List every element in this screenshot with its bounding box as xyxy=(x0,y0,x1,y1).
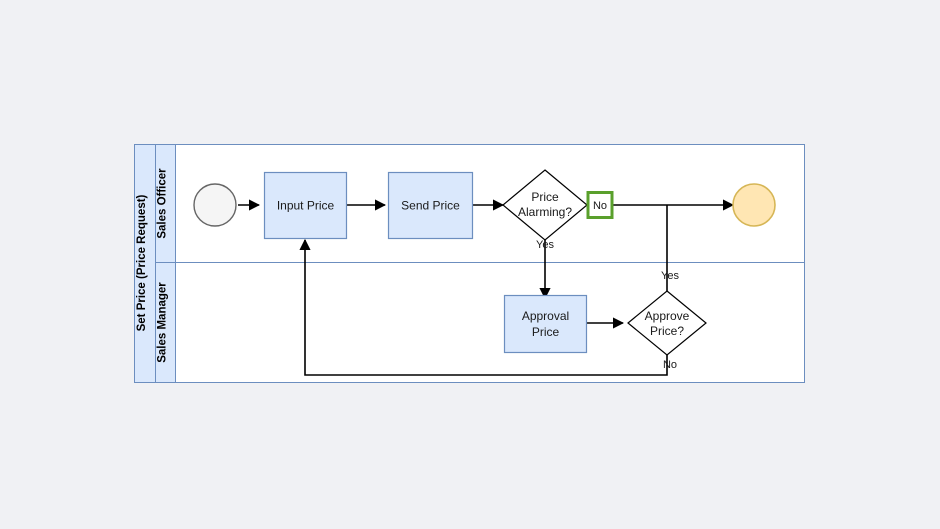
gateway-approve-price-label-line2: Price? xyxy=(650,324,684,338)
selection-highlight-box[interactable] xyxy=(586,191,614,219)
sequence-flows xyxy=(238,199,735,376)
gateway-approve-price-label-line1: Approve xyxy=(645,309,690,323)
task-input-price-box[interactable] xyxy=(263,171,348,240)
edge-label-approve-price-no[interactable]: No xyxy=(663,359,677,371)
gateway-approve-price-diamond[interactable] xyxy=(627,290,707,356)
start-event[interactable] xyxy=(193,183,237,227)
task-approval-price-box[interactable] xyxy=(503,294,588,354)
task-approval-price-label-line1: Approval xyxy=(522,309,569,323)
pool-title: Set Price (Price Request) xyxy=(136,194,148,331)
gateway-price-alarming-diamond[interactable] xyxy=(502,169,588,241)
edge-label-no-text: No xyxy=(593,200,607,212)
lane-sales-manager[interactable]: Sales Manager xyxy=(155,262,805,383)
lane-sales-manager-header[interactable] xyxy=(155,262,176,383)
end-event[interactable] xyxy=(732,183,776,227)
task-send-price-box[interactable] xyxy=(387,171,474,240)
gateway-approve-price[interactable]: Approve Price? xyxy=(627,290,707,356)
gateway-price-alarming[interactable]: Price Alarming? xyxy=(502,169,588,241)
lane-sales-officer-body[interactable] xyxy=(155,144,805,263)
lane-sales-officer-label: Sales Officer xyxy=(157,168,169,239)
end-event-circle[interactable] xyxy=(732,183,776,227)
task-send-price[interactable]: Send Price xyxy=(387,171,474,240)
edge-label-approve-price-yes[interactable]: Yes xyxy=(661,270,679,282)
task-approval-price[interactable]: Approval Price xyxy=(503,294,588,354)
start-event-circle[interactable] xyxy=(193,183,237,227)
gateway-price-alarming-label-line1: Price xyxy=(531,190,559,204)
lane-sales-officer[interactable]: Sales Officer xyxy=(155,144,805,263)
lane-sales-manager-label: Sales Manager xyxy=(157,282,169,363)
edge-label-price-alarming-no[interactable]: No xyxy=(586,191,614,219)
task-approval-price-label-line2: Price xyxy=(532,325,560,339)
task-input-price[interactable]: Input Price xyxy=(263,171,348,240)
flow-approve-price-no-loopback-to-input-price[interactable] xyxy=(299,238,668,376)
gateway-price-alarming-label-line2: Alarming? xyxy=(518,205,572,219)
task-send-price-label: Send Price xyxy=(401,199,460,213)
lane-sales-manager-body[interactable] xyxy=(155,262,805,383)
edge-label-price-alarming-yes[interactable]: Yes xyxy=(536,239,554,251)
task-input-price-label: Input Price xyxy=(277,199,335,213)
